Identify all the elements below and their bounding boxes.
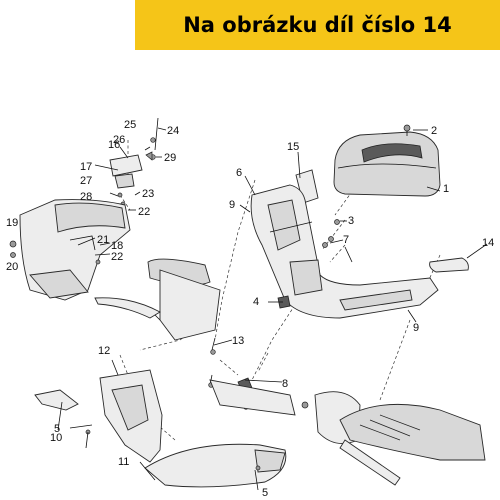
part-number-banner: Na obrázku díl číslo 14 bbox=[135, 0, 500, 50]
callout-11: 11 bbox=[118, 456, 129, 468]
callout-28: 28 bbox=[80, 191, 92, 203]
callout-25: 25 bbox=[124, 119, 136, 131]
callout-27: 27 bbox=[80, 175, 92, 187]
callout-1: 1 bbox=[443, 183, 449, 195]
callout-12: 12 bbox=[98, 345, 110, 357]
callout-22b: 22 bbox=[111, 251, 123, 263]
callout-17: 17 bbox=[80, 161, 92, 173]
callout-14: 14 bbox=[482, 237, 494, 249]
callout-23: 23 bbox=[142, 188, 154, 200]
callout-29: 29 bbox=[164, 152, 176, 164]
callout-13: 13 bbox=[232, 335, 244, 347]
clip-4 bbox=[277, 295, 291, 309]
callout-6: 6 bbox=[236, 167, 242, 179]
callout-16: 16 bbox=[108, 139, 120, 151]
callout-7: 7 bbox=[343, 234, 349, 246]
callout-24: 24 bbox=[167, 125, 179, 137]
callout-3: 3 bbox=[348, 215, 354, 227]
callout-26: 26 bbox=[113, 134, 125, 146]
callout-15: 15 bbox=[287, 141, 299, 153]
right-grip-assembly bbox=[209, 379, 486, 486]
top-cover-part bbox=[333, 131, 441, 197]
callout-10: 10 bbox=[50, 432, 62, 444]
screws-3-7 bbox=[322, 219, 353, 263]
front-lower-cover bbox=[99, 369, 163, 463]
bracket-10 bbox=[34, 389, 91, 449]
handlebar-rear-cover bbox=[250, 184, 439, 319]
callout-5: 5 bbox=[54, 423, 60, 435]
callout-5b: 5 bbox=[262, 487, 268, 499]
left-handlebar-cover bbox=[9, 199, 131, 301]
screw-2 bbox=[403, 124, 411, 136]
left-grip bbox=[94, 258, 221, 341]
callout-8: 8 bbox=[282, 378, 288, 390]
mirror-mount-assembly bbox=[109, 117, 159, 207]
callout-21: 21 bbox=[97, 234, 109, 246]
callout-9: 9 bbox=[229, 199, 235, 211]
callout-20: 20 bbox=[6, 261, 18, 273]
callout-19: 19 bbox=[6, 217, 18, 229]
callout-leaders bbox=[57, 127, 488, 481]
banner-title: Na obrázku díl číslo 14 bbox=[183, 13, 452, 37]
callout-9b: 9 bbox=[413, 322, 419, 334]
callout-4: 4 bbox=[253, 296, 259, 308]
callout-22: 22 bbox=[138, 206, 150, 218]
callout-18: 18 bbox=[111, 240, 123, 252]
bottom-cover bbox=[144, 443, 287, 491]
lens-14 bbox=[429, 257, 469, 273]
callout-labels: 1 2 3 4 5 5 6 7 8 9 9 10 11 12 13 14 15 … bbox=[6, 119, 494, 499]
callout-2: 2 bbox=[431, 125, 437, 137]
